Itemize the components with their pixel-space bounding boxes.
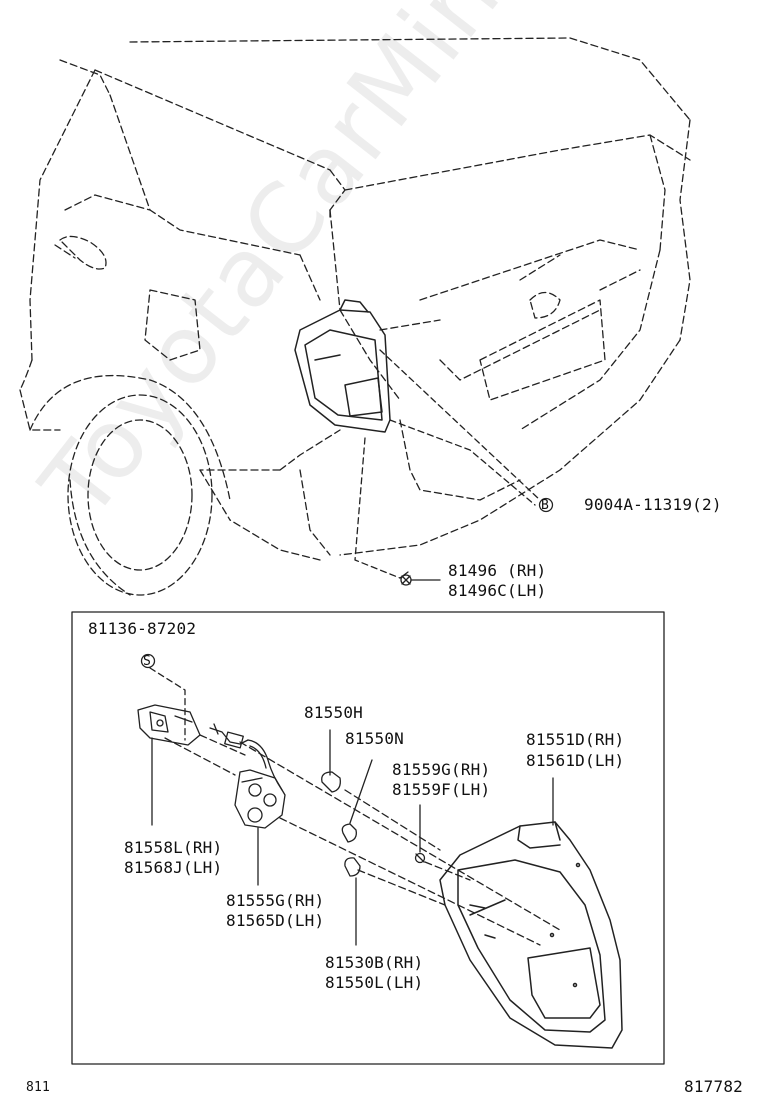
part-label-81559f-lh: 81559F(LH) xyxy=(392,780,491,799)
screw-81496 xyxy=(400,574,412,586)
callout-b-letter: B xyxy=(541,498,550,513)
wire-harness xyxy=(209,723,286,829)
screw-81559 xyxy=(414,852,426,864)
bulb-81550h xyxy=(321,729,341,793)
leader-lines-upper xyxy=(354,349,541,579)
part-label-81558l-rh: 81558L(RH) xyxy=(124,838,223,857)
part-label-81136: 81136-87202 xyxy=(88,619,197,638)
part-label-81550n: 81550N xyxy=(345,729,404,748)
tail-lamp-on-vehicle xyxy=(294,299,391,433)
part-label-81559g-rh: 81559G(RH) xyxy=(392,760,491,779)
detail-box xyxy=(71,611,665,1065)
part-label-81550h: 81550H xyxy=(304,703,363,722)
socket-bracket xyxy=(137,704,201,746)
vehicle-outline xyxy=(19,37,691,596)
footer-left-code: 811 xyxy=(26,1080,51,1095)
part-label-81496-rh: 81496 (RH) xyxy=(448,561,547,580)
part-label-9004a: 9004A-11319(2) xyxy=(584,495,722,514)
callout-b-circle xyxy=(538,497,554,513)
part-label-81561d-lh: 81561D(LH) xyxy=(526,751,625,770)
part-label-81565d-lh: 81565D(LH) xyxy=(226,911,325,930)
part-label-81530b-rh: 81530B(RH) xyxy=(325,953,424,972)
bulb-81550n xyxy=(341,823,357,843)
part-label-81496c-lh: 81496C(LH) xyxy=(448,581,547,600)
callout-s-circle xyxy=(140,653,156,669)
part-label-81551d-rh: 81551D(RH) xyxy=(526,730,625,749)
footer-right-code: 817782 xyxy=(684,1077,743,1096)
assembly-lines xyxy=(164,734,561,946)
part-label-81568j-lh: 81568J(LH) xyxy=(124,858,223,877)
part-label-81550l-lh: 81550L(LH) xyxy=(325,973,424,992)
bulb-81530b xyxy=(344,857,361,877)
callout-s-letter: S xyxy=(143,654,152,669)
tail-lamp-assembly xyxy=(439,821,623,1049)
part-label-81555g-rh: 81555G(RH) xyxy=(226,891,325,910)
